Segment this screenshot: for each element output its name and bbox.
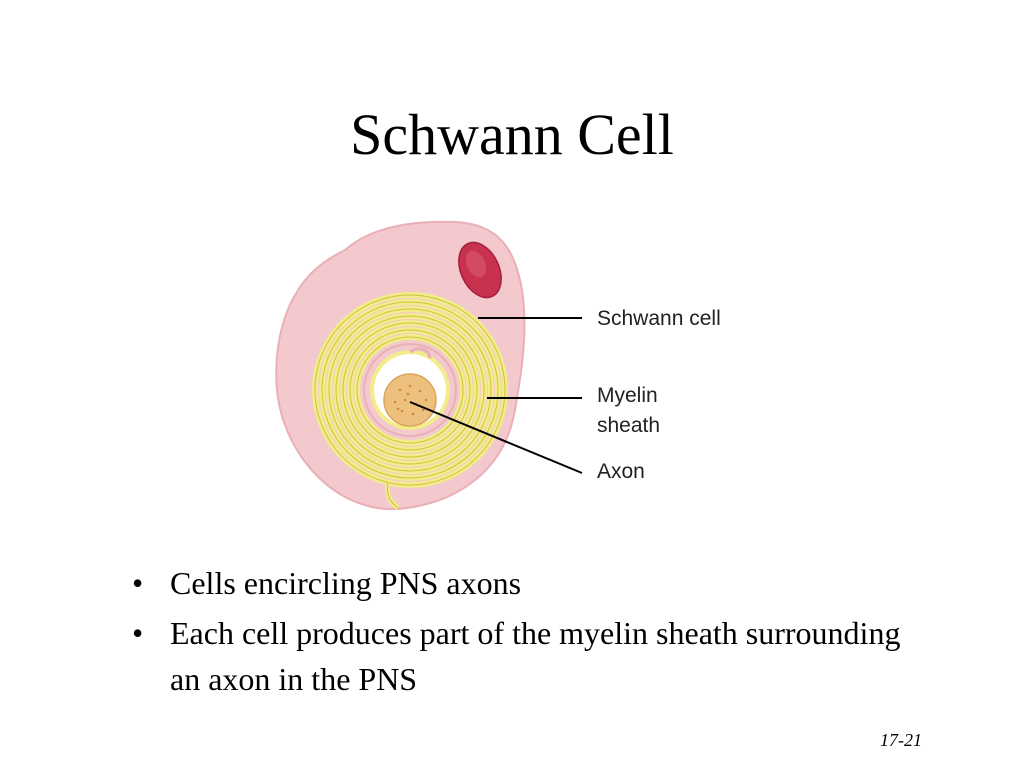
bullet-glyph: • xyxy=(132,615,144,651)
myelin-sheath xyxy=(312,292,508,488)
schwann-cell-figure: Schwann cell Myelin sheath Axon xyxy=(260,210,760,520)
label-myelin-line1: Myelin xyxy=(597,384,658,407)
bullet-list: • Cells encircling PNS axons • Each cell… xyxy=(130,560,930,706)
label-myelin-line2: sheath xyxy=(597,414,660,437)
bullet-text: Each cell produces part of the myelin sh… xyxy=(170,615,901,697)
bullet-glyph: • xyxy=(132,565,144,601)
bullet-item: • Each cell produces part of the myelin … xyxy=(130,610,930,702)
bullet-text: Cells encircling PNS axons xyxy=(170,565,522,601)
page-number: 17-21 xyxy=(880,730,922,750)
label-schwann-cell: Schwann cell xyxy=(597,307,721,330)
label-axon: Axon xyxy=(597,460,645,483)
axon-leader-line xyxy=(409,401,583,474)
schwann-cell-diagram: Schwann cell Myelin sheath Axon xyxy=(275,220,721,511)
slide-title: Schwann Cell xyxy=(350,102,674,167)
axon xyxy=(383,373,437,427)
bullet-item: • Cells encircling PNS axons xyxy=(130,560,930,606)
